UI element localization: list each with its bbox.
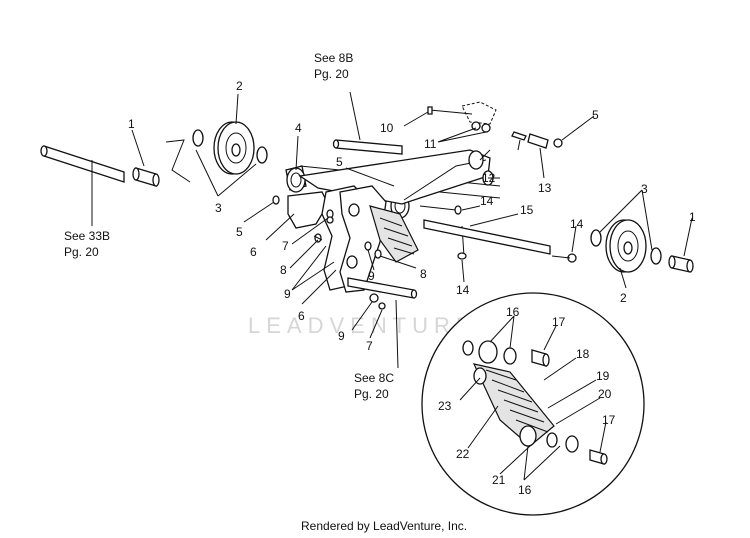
pin-12 (511, 131, 527, 141)
left-spacer (132, 167, 160, 187)
left-break-line (165, 139, 191, 183)
bolt-8-shank (313, 235, 323, 241)
callout: 6 (250, 245, 257, 259)
bolt-14-lower-head (457, 252, 467, 260)
callout: 4 (295, 121, 302, 135)
right-washer-inner (590, 229, 602, 247)
footer-credit: Rendered by LeadVenture, Inc. (301, 519, 467, 533)
callout: 5 (592, 108, 599, 122)
left-bracket-upper (287, 191, 329, 229)
nut-5-top (553, 138, 563, 148)
left-washer-outer (256, 146, 268, 164)
left-washer-inner (192, 129, 204, 147)
hidden-bracket-11 (461, 101, 497, 125)
detail-washer-21 (546, 432, 558, 448)
callout: 20 (598, 387, 612, 401)
a-arm-boss (468, 150, 484, 170)
detail-bushing-16-lower (519, 425, 537, 447)
callout: 14 (480, 194, 494, 208)
detail-washer-16-c (565, 435, 579, 453)
callout: 10 (380, 121, 394, 135)
shock-absorber-main (369, 205, 419, 263)
left-axle-shaft (40, 145, 125, 183)
reference-see-33b: See 33B Pg. 20 (64, 229, 110, 259)
rear-axle-rod (423, 219, 551, 255)
right-washer-outer (650, 247, 662, 265)
callout: 1 (128, 117, 135, 131)
callout: 9 (338, 329, 345, 343)
callout: 7 (282, 239, 289, 253)
callout: 21 (492, 473, 506, 487)
detail-washer-16-b (503, 347, 517, 365)
callout: 12 (482, 171, 496, 185)
reference-line: See 33B (64, 229, 110, 243)
washer-11-b (481, 123, 491, 133)
detail-washer-16-a (462, 340, 474, 356)
callout: 9 (368, 269, 375, 283)
callout: 8 (280, 263, 287, 277)
detail-bushing-16 (478, 340, 498, 364)
callout: 8 (420, 267, 427, 281)
left-pivot-tube (285, 165, 307, 193)
bolt-10 (429, 109, 473, 115)
callout: 22 (456, 447, 470, 461)
callout: 19 (596, 369, 610, 383)
bolt-8-right (374, 249, 382, 259)
bolt-10-head (427, 106, 433, 115)
plate-bolt-lower (346, 255, 358, 269)
sleeve-13 (527, 133, 549, 149)
nut-5-left (272, 195, 280, 205)
plate-bolt-upper (348, 203, 360, 217)
callout: 14 (570, 217, 584, 231)
upper-cross-shaft (332, 139, 403, 155)
callout: 17 (552, 315, 566, 329)
callout: 15 (520, 203, 534, 217)
callout: 16 (518, 483, 532, 497)
callout: 2 (620, 291, 627, 305)
callout: 11 (424, 137, 437, 151)
lower-washer-9 (369, 293, 379, 303)
callout: 3 (641, 182, 648, 196)
bolt-14-upper-head (454, 205, 462, 215)
reference-line: See 8C (354, 371, 394, 385)
left-idler-wheel (213, 121, 255, 175)
callout: 2 (236, 79, 243, 93)
right-idler-wheel (605, 219, 647, 273)
lower-pivot-rod (347, 277, 418, 299)
detail-shock-absorber (472, 363, 555, 447)
callout-labels: 1 2 3 4 5 3 5 6 7 8 9 8 6 9 7 9 10 11 12… (128, 79, 696, 497)
watermark: LEADVENTURE (248, 313, 477, 338)
reference-see-8c: See 8C Pg. 20 (354, 371, 394, 401)
washer-11-a (471, 121, 481, 131)
callout: 16 (506, 305, 520, 319)
callout: 17 (602, 413, 616, 427)
washer-7 (326, 216, 334, 224)
detail-bushing-17-top (531, 349, 550, 367)
callout: 23 (438, 399, 452, 413)
callout: 3 (215, 201, 222, 215)
callout: 13 (538, 181, 552, 195)
callout: 14 (456, 283, 470, 297)
lower-nut-7 (378, 302, 386, 310)
detail-bushing-17-bottom (589, 449, 608, 465)
rod-nut-line (551, 255, 571, 259)
callout: 1 (689, 210, 696, 224)
callout: 6 (298, 309, 305, 323)
bolt-14-upper (419, 205, 457, 211)
reference-line: Pg. 20 (314, 67, 349, 81)
reference-line: Pg. 20 (64, 245, 99, 259)
callout: 9 (284, 287, 291, 301)
callout: 7 (366, 339, 373, 353)
right-spacer (668, 255, 694, 273)
callout: 5 (236, 225, 243, 239)
washer-9-center (364, 241, 372, 251)
reference-line: See 8B (314, 51, 353, 65)
reference-see-8b: See 8B Pg. 20 (314, 51, 353, 81)
leader-lines (91, 91, 693, 481)
callout: 5 (336, 155, 343, 169)
reference-line: Pg. 20 (354, 387, 389, 401)
callout: 18 (576, 347, 590, 361)
